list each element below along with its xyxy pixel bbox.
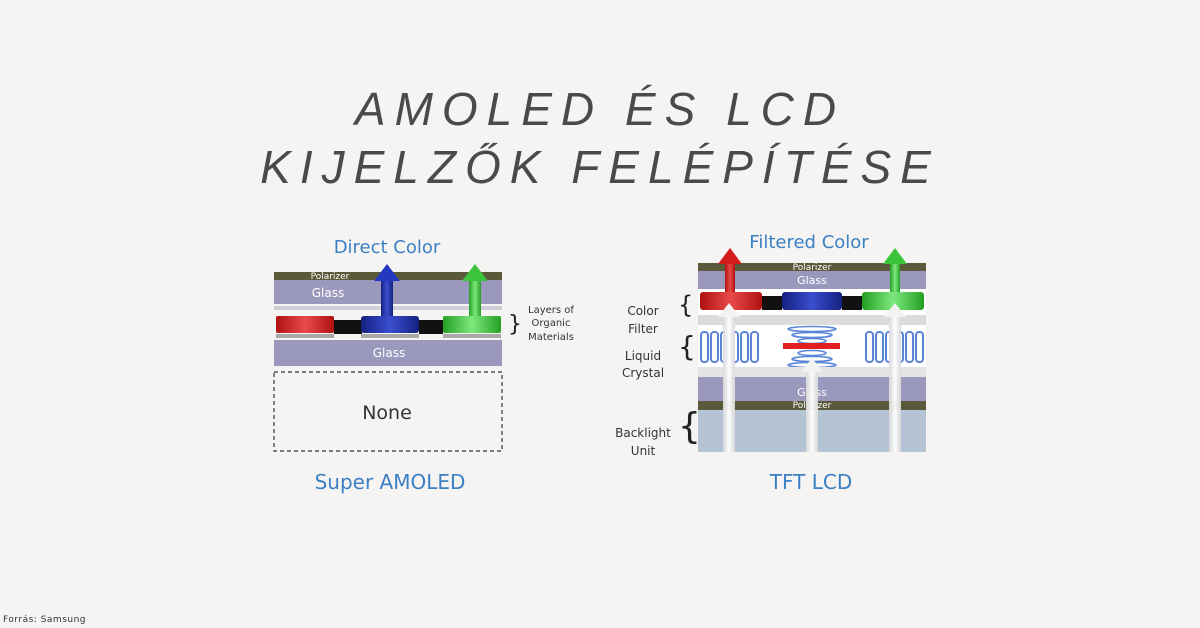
backlight-label-2: Unit: [631, 444, 656, 458]
lcd-black-matrix: [842, 296, 862, 310]
source-credit: Forrás: Samsung: [3, 615, 87, 625]
lcd-blue-filter: [782, 292, 842, 310]
brace-icon: {: [678, 406, 701, 447]
lcd-red-light-arrow: [725, 262, 735, 292]
lcd-green-arrowhead: [883, 248, 907, 264]
lcd-white-light-arrows: [718, 303, 906, 452]
brace-icon: {: [678, 291, 693, 319]
organic-layers-label-2: Organic: [532, 318, 571, 329]
lcd-polarizer-top: [698, 263, 926, 271]
amoled-polarizer-label: Polarizer: [311, 272, 350, 282]
amoled-backlight-none-box: [273, 371, 503, 452]
brace-icon: {: [678, 330, 696, 363]
white-light-arrow: [806, 370, 818, 452]
amoled-electrode: [276, 334, 334, 338]
organic-layers-label-3: Materials: [528, 332, 574, 343]
amoled-green-light-arrow: [469, 279, 481, 316]
color-filter-label-1: Color: [627, 304, 658, 318]
liquid-crystal-label-2: Crystal: [622, 366, 664, 380]
amoled-glass-bottom-label: Glass: [373, 346, 406, 360]
lcd-blocking-bar: [783, 343, 840, 349]
amoled-electrode: [361, 334, 419, 338]
amoled-green-subpixel: [443, 316, 501, 333]
white-arrowhead: [801, 358, 823, 372]
lcd-caption: TFT LCD: [769, 470, 852, 494]
amoled-glass-top-label: Glass: [312, 286, 345, 300]
lcd-glass-top-label: Glass: [797, 274, 827, 287]
lcd-black-matrix: [762, 296, 782, 310]
organic-layers-label-1: Layers of: [528, 305, 574, 316]
amoled-blue-light-arrow: [381, 279, 393, 316]
amoled-caption: Super AMOLED: [315, 470, 466, 494]
amoled-black-matrix: [334, 320, 362, 334]
liquid-crystal-label-1: Liquid: [625, 349, 661, 363]
amoled-glass-bottom: [274, 340, 502, 366]
amoled-none-label: None: [362, 402, 412, 424]
lcd-green-filter: [862, 292, 924, 310]
amoled-blue-arrowhead: [374, 264, 400, 281]
white-arrowhead: [884, 303, 906, 317]
brace-icon: }: [508, 312, 522, 337]
amoled-red-subpixel: [276, 316, 334, 333]
amoled-black-matrix: [419, 320, 443, 334]
lcd-alignment-layer: [698, 315, 926, 325]
lcd-red-arrowhead: [718, 248, 742, 264]
backlight-label-1: Backlight: [615, 426, 671, 440]
color-filter-label-2: Filter: [628, 322, 658, 336]
amoled-green-arrowhead: [462, 264, 488, 281]
lcd-glass-top: [698, 271, 926, 289]
lcd-green-light-arrow: [890, 262, 900, 292]
page-title-line1: AMOLED ÉS LCD: [354, 83, 846, 135]
lcd-red-filter: [700, 292, 762, 310]
white-arrowhead: [718, 303, 740, 317]
white-light-arrow: [889, 314, 901, 452]
lcd-diagram: Filtered Color Polarizer Glass: [615, 232, 926, 494]
amoled-electrode: [443, 334, 501, 338]
amoled-blue-subpixel: [361, 316, 419, 333]
amoled-diagram: Direct Color Polarizer Glass Glass } Lay…: [273, 237, 574, 494]
white-light-arrow: [723, 314, 735, 452]
lcd-heading: Filtered Color: [749, 232, 869, 253]
lcd-polarizer-top-label: Polarizer: [793, 263, 832, 273]
page-title-line2: KIJELZŐK FELÉPÍTÉSE: [260, 141, 940, 193]
amoled-heading: Direct Color: [334, 237, 441, 258]
